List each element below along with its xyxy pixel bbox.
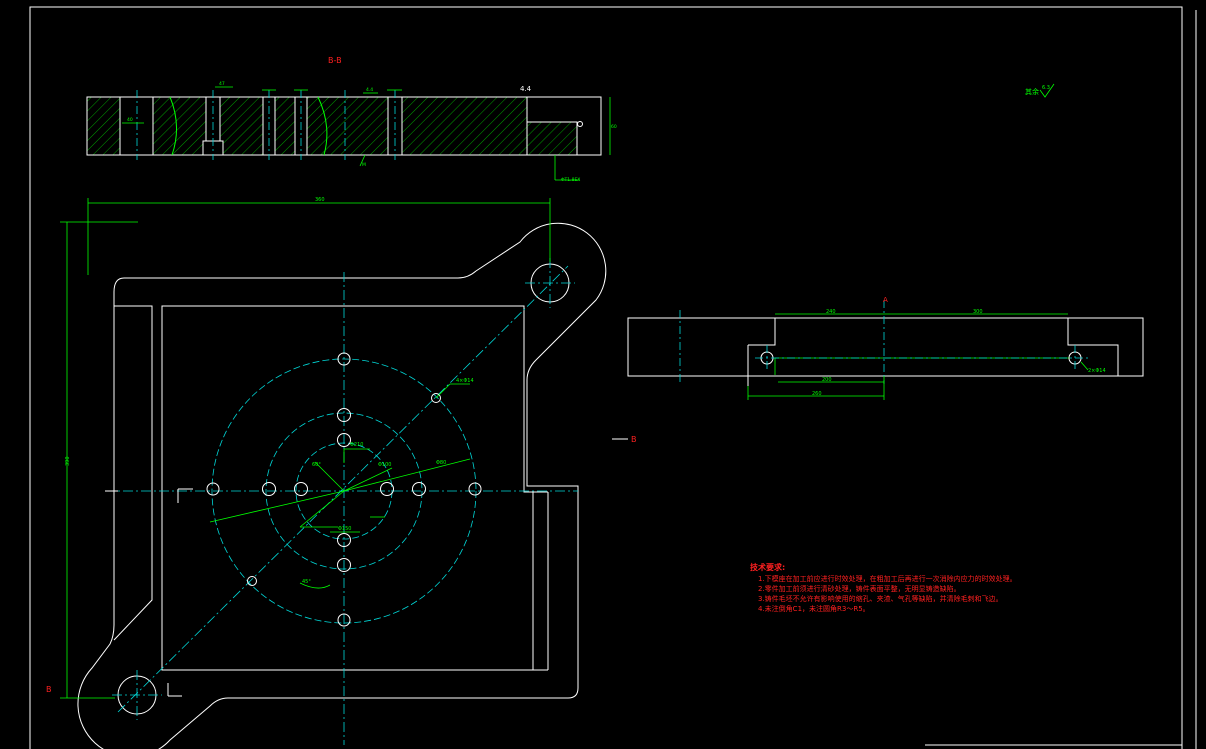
svg-text:200: 200 <box>822 377 832 383</box>
svg-text:2×Φ14: 2×Φ14 <box>1088 368 1106 374</box>
section-view-label: B-B <box>328 56 342 65</box>
svg-text:4.4: 4.4 <box>520 85 532 93</box>
svg-text:45°: 45° <box>302 579 311 585</box>
svg-text:M: M <box>362 162 366 168</box>
svg-text:Φ150: Φ150 <box>338 526 351 532</box>
section-view: B-B <box>86 56 617 183</box>
svg-text:260: 260 <box>812 391 822 397</box>
plan-view: 360 390 4×Φ14 Φ80 Φ100 Φ210 Φ150 60° 45°… <box>46 197 637 749</box>
svg-text:47: 47 <box>219 81 225 87</box>
tech-requirement-item: 1.下模座在加工前应进行时效处理，在粗加工后再进行一次消除内应力的时效处理。 <box>758 575 1017 583</box>
svg-text:Φ210: Φ210 <box>350 442 363 448</box>
roughness-note: 其余 6.3 <box>1025 83 1055 98</box>
tech-requirements-title: 技术要求: <box>750 563 786 572</box>
svg-text:40: 40 <box>127 117 133 123</box>
svg-text:其余: 其余 <box>1025 87 1039 96</box>
svg-text:B: B <box>631 435 637 444</box>
svg-text:60: 60 <box>611 124 617 130</box>
svg-text:390: 390 <box>65 456 71 466</box>
tech-requirement-item: 4.未注倒角C1，未注圆角R3～R5。 <box>758 605 870 613</box>
svg-text:6.3: 6.3 <box>1042 85 1050 91</box>
svg-text:B: B <box>46 685 52 694</box>
tech-requirements: 技术要求: 1.下模座在加工前应进行时效处理，在粗加工后再进行一次消除内应力的时… <box>750 563 1050 614</box>
svg-text:Φ100: Φ100 <box>378 462 391 468</box>
svg-text:4×Φ14: 4×Φ14 <box>456 378 474 384</box>
svg-text:4.4: 4.4 <box>366 87 373 93</box>
svg-text:240: 240 <box>826 309 836 315</box>
svg-text:300: 300 <box>973 309 983 315</box>
svg-text:60°: 60° <box>312 462 321 468</box>
svg-text:Φ80: Φ80 <box>436 460 446 466</box>
drawing-frame <box>29 6 1197 749</box>
svg-text:A: A <box>883 296 888 304</box>
side-view: 240 300 200 260 2×Φ14 A <box>627 296 1144 400</box>
tech-requirement-item: 2.零件加工前须进行清砂处理，铸件表面平整，无明显铸造缺陷。 <box>758 585 961 593</box>
tech-requirement-item: 3.铸件毛坯不允许有影响使用的缩孔、夹渣、气孔等缺陷，并清除毛刺和飞边。 <box>758 595 1003 603</box>
svg-text:360: 360 <box>315 197 325 203</box>
svg-text:ΦT1.8EX: ΦT1.8EX <box>561 177 580 183</box>
